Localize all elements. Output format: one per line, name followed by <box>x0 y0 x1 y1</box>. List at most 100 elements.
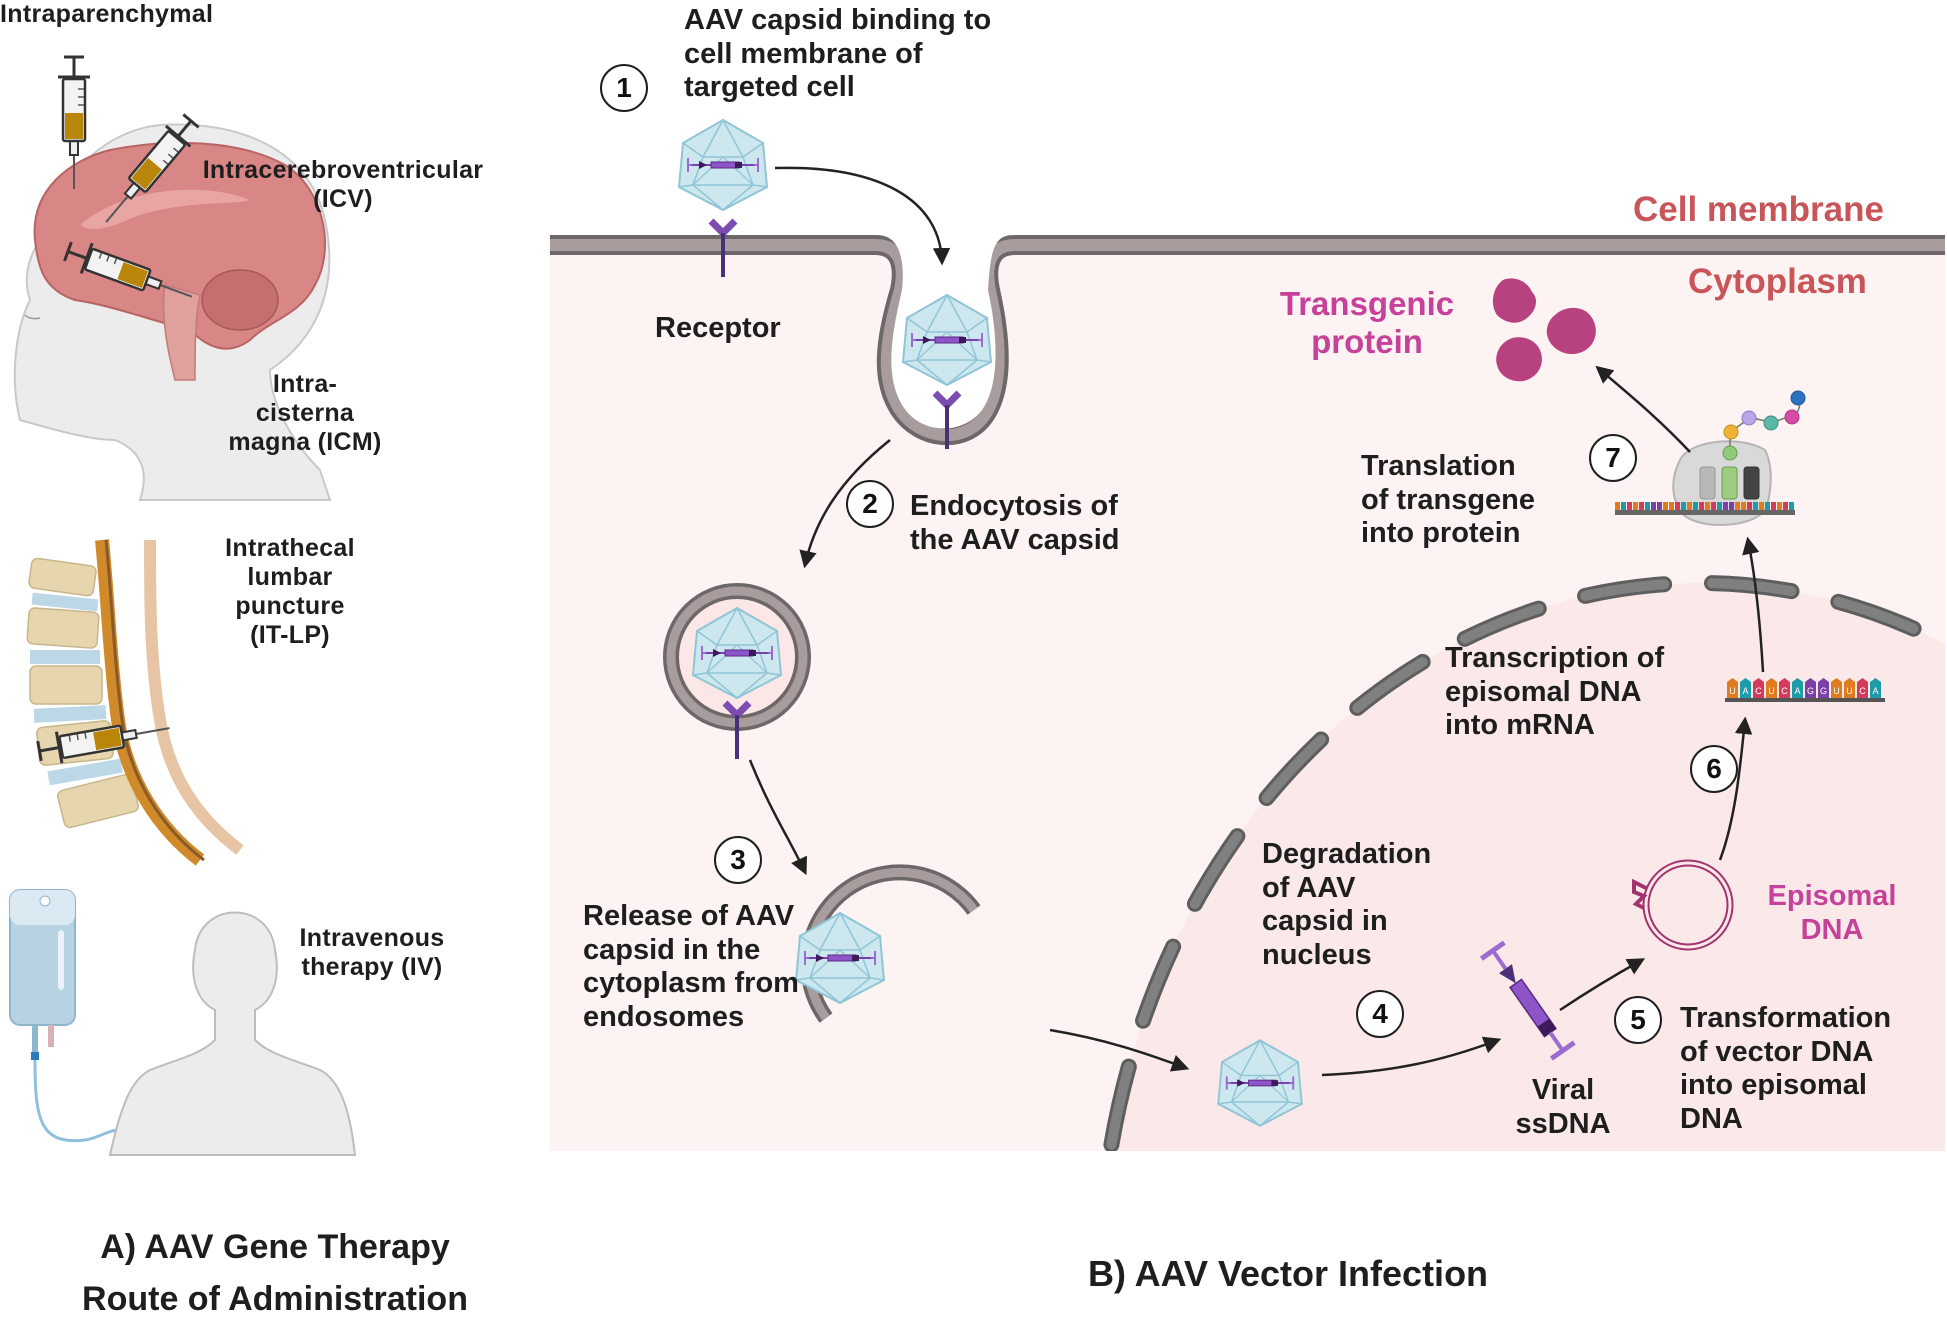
episomal-dna-label: Episomal DNA <box>1767 880 1897 946</box>
nucleotide-letter: C <box>1859 686 1866 696</box>
route-label-intraparenchymal: Intraparenchymal <box>0 0 214 28</box>
nucleotide-U <box>1633 502 1638 510</box>
nucleotide-letter: A <box>1872 686 1878 696</box>
aav-capsid-icon <box>678 119 768 211</box>
step-badge-3: 3 <box>714 836 762 884</box>
brainstem <box>162 284 201 381</box>
arrow-to-nucleus <box>1049 1028 1190 1072</box>
nucleotide-U <box>1669 502 1674 510</box>
nucleotide-A <box>1765 502 1770 510</box>
nucleotide-G <box>1818 678 1829 698</box>
nucleotide-C <box>1771 502 1776 510</box>
nucleotide-C <box>1753 678 1764 698</box>
arrow-step5 <box>1559 958 1646 1012</box>
step-badge-2: 2 <box>846 480 894 528</box>
nucleotide-C <box>1627 502 1632 510</box>
nucleotide-G <box>1657 502 1662 510</box>
step-badge-6: 6 <box>1690 745 1738 793</box>
arrow-step2 <box>799 439 891 569</box>
nucleotide-U <box>1777 502 1782 510</box>
nucleotide-C <box>1699 502 1704 510</box>
viral-ssdna-icon <box>1479 940 1576 1061</box>
nucleotide-U <box>1759 502 1764 510</box>
mrna-backbone <box>1725 698 1885 702</box>
arrow-step1 <box>774 166 951 266</box>
nucleotide-U <box>1766 678 1777 698</box>
corpus-callosum <box>80 189 250 230</box>
route-label-icv: Intracerebroventricular (ICV) <box>202 156 484 213</box>
nucleotide-letter: A <box>1794 686 1800 696</box>
nucleotide-G <box>1651 502 1656 510</box>
nucleotide-U <box>1735 502 1740 510</box>
nucleotide-A <box>1740 678 1751 698</box>
arrow-step7 <box>1595 365 1691 453</box>
nucleotide-C <box>1711 502 1716 510</box>
nucleotide-U <box>1727 678 1738 698</box>
step-5-text: Transformation of vector DNA into episom… <box>1680 1002 1892 1135</box>
spine-illustration <box>5 539 244 866</box>
cerebellum <box>201 269 279 331</box>
route-label-iv: Intravenous therapy (IV) <box>299 924 445 981</box>
nucleotide-C <box>1857 678 1868 698</box>
cytoplasm-label: Cytoplasm <box>1688 262 1867 301</box>
step-badge-4: 4 <box>1356 990 1404 1038</box>
nucleotide-A <box>1645 502 1650 510</box>
step-badge-5: 5 <box>1614 996 1662 1044</box>
nucleotide-A <box>1717 502 1722 510</box>
nucleotide-C <box>1639 502 1644 510</box>
panel-b-caption: B) AAV Vector Infection <box>1088 1253 1489 1294</box>
spinal-cord <box>95 539 205 866</box>
nucleotide-U <box>1831 678 1842 698</box>
arrow-step6 <box>1718 716 1753 861</box>
nucleotide-A <box>1870 678 1881 698</box>
nucleotide-C <box>1783 502 1788 510</box>
step-4-text: Degradation of AAV capsid in nucleus <box>1262 838 1432 971</box>
nucleotide-letter: U <box>1729 686 1736 696</box>
nucleotide-U <box>1844 678 1855 698</box>
nucleotide-A <box>1693 502 1698 510</box>
nucleotide-A <box>1789 502 1794 510</box>
step-2-text: Endocytosis of the AAV capsid <box>910 490 1120 556</box>
nucleotide-G <box>1723 502 1728 510</box>
nucleotide-letter: U <box>1846 686 1853 696</box>
nucleotide-U <box>1705 502 1710 510</box>
nucleotide-letter: U <box>1833 686 1840 696</box>
step-3-text: Release of AAV capsid in the cytoplasm f… <box>583 900 799 1033</box>
step-7-text: Translation of transgene into protein <box>1361 450 1536 550</box>
transgenic-protein-icon <box>1492 278 1596 382</box>
nucleotide-G <box>1729 502 1734 510</box>
nucleotide-A <box>1621 502 1626 510</box>
nucleotide-letter: U <box>1768 686 1775 696</box>
nucleotide-C <box>1675 502 1680 510</box>
viral-ssdna-label: Viral ssDNA <box>1515 1074 1611 1140</box>
arrow-step4 <box>1321 1036 1502 1077</box>
step-6-text: Transcription of episomal DNA into mRNA <box>1445 642 1665 742</box>
ribosome-icon <box>1615 440 1795 526</box>
episomal-dna-icon <box>1632 859 1734 951</box>
panel-a-caption-line2: Route of Administration <box>82 1280 468 1318</box>
nucleotide-C <box>1779 678 1790 698</box>
nucleotide-C <box>1747 502 1752 510</box>
iv-tube <box>33 1059 126 1143</box>
nucleotide-G <box>1805 678 1816 698</box>
person-silhouette <box>108 911 357 1156</box>
nucleotide-letter: A <box>1742 686 1748 696</box>
iv-illustration <box>9 889 357 1156</box>
route-label-it-lp: Intrathecal lumbar puncture (IT-LP) <box>225 534 355 649</box>
nucleotide-U <box>1663 502 1668 510</box>
cell-membrane-label: Cell membrane <box>1633 190 1884 229</box>
nucleotide-U <box>1687 502 1692 510</box>
arrow-step3 <box>748 759 807 876</box>
nucleotide-letter: C <box>1781 686 1788 696</box>
nucleotide-U <box>1741 502 1746 510</box>
step-badge-7: 7 <box>1589 434 1637 482</box>
step-badge-1: 1 <box>600 64 648 112</box>
arrow-mrna-export <box>1742 536 1765 673</box>
peptide-chain-icon <box>1722 390 1806 461</box>
nucleotide-A <box>1753 502 1758 510</box>
nucleotide-letter: G <box>1807 686 1814 696</box>
panel-a-caption-line1: A) AAV Gene Therapy <box>100 1228 450 1266</box>
head-illustration <box>13 55 332 501</box>
closed-eye <box>24 314 41 320</box>
